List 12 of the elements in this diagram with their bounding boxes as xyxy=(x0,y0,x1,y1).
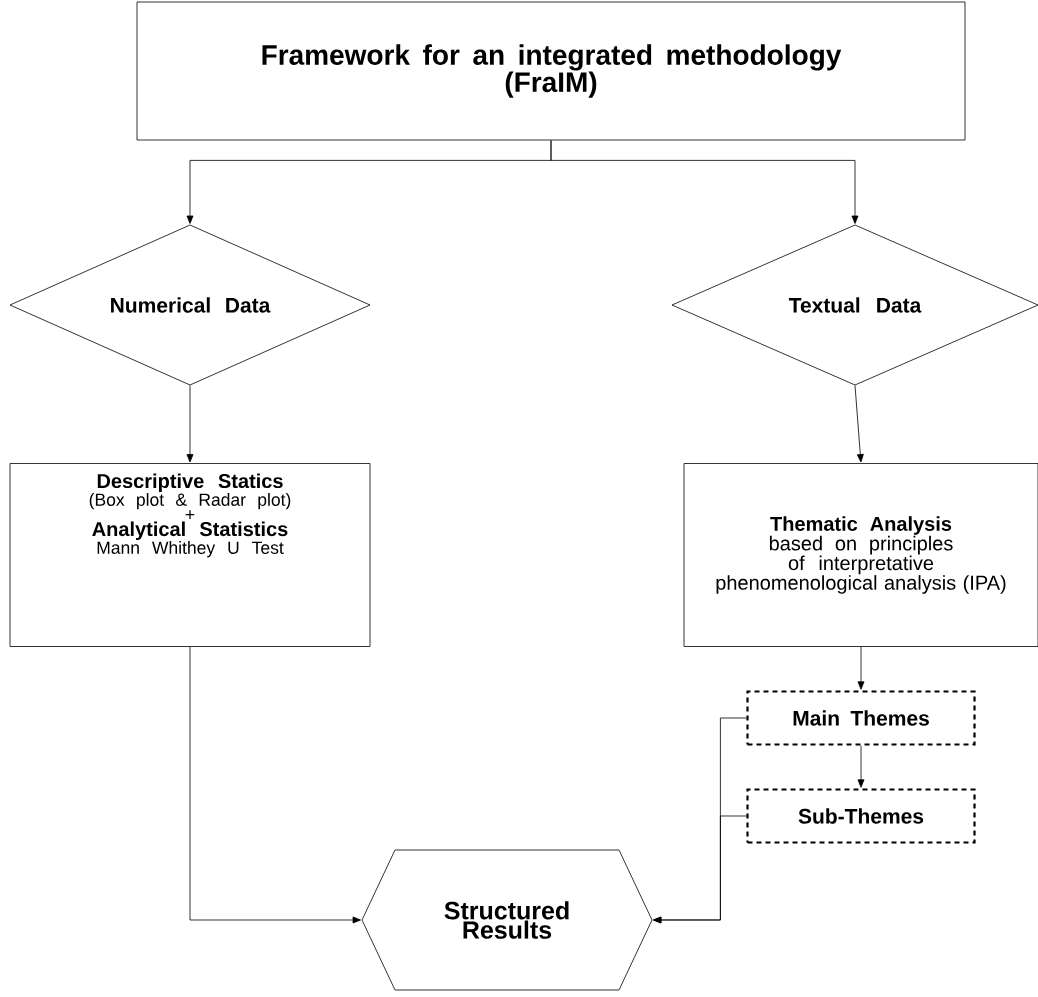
arrow xyxy=(189,646,361,924)
arrow xyxy=(653,717,747,924)
dashed-box: Sub-Themes xyxy=(746,788,976,844)
arrow xyxy=(857,745,865,788)
arrow xyxy=(857,646,865,690)
dashed-box: Main Themes xyxy=(746,690,976,746)
arrow xyxy=(186,385,194,463)
title-box: Framework for an integrated methodology (FraIM) xyxy=(136,1,966,141)
arrow xyxy=(854,385,864,463)
arrow xyxy=(550,140,859,224)
process-box: Descriptive Statics (Box plot & Radar plot) + Analytical Statistics Mann Whithey U Test xyxy=(9,463,371,647)
process-box: Thematic Analysis based on principles of interpretative phenomenological analysis (IPA) xyxy=(683,463,1038,647)
